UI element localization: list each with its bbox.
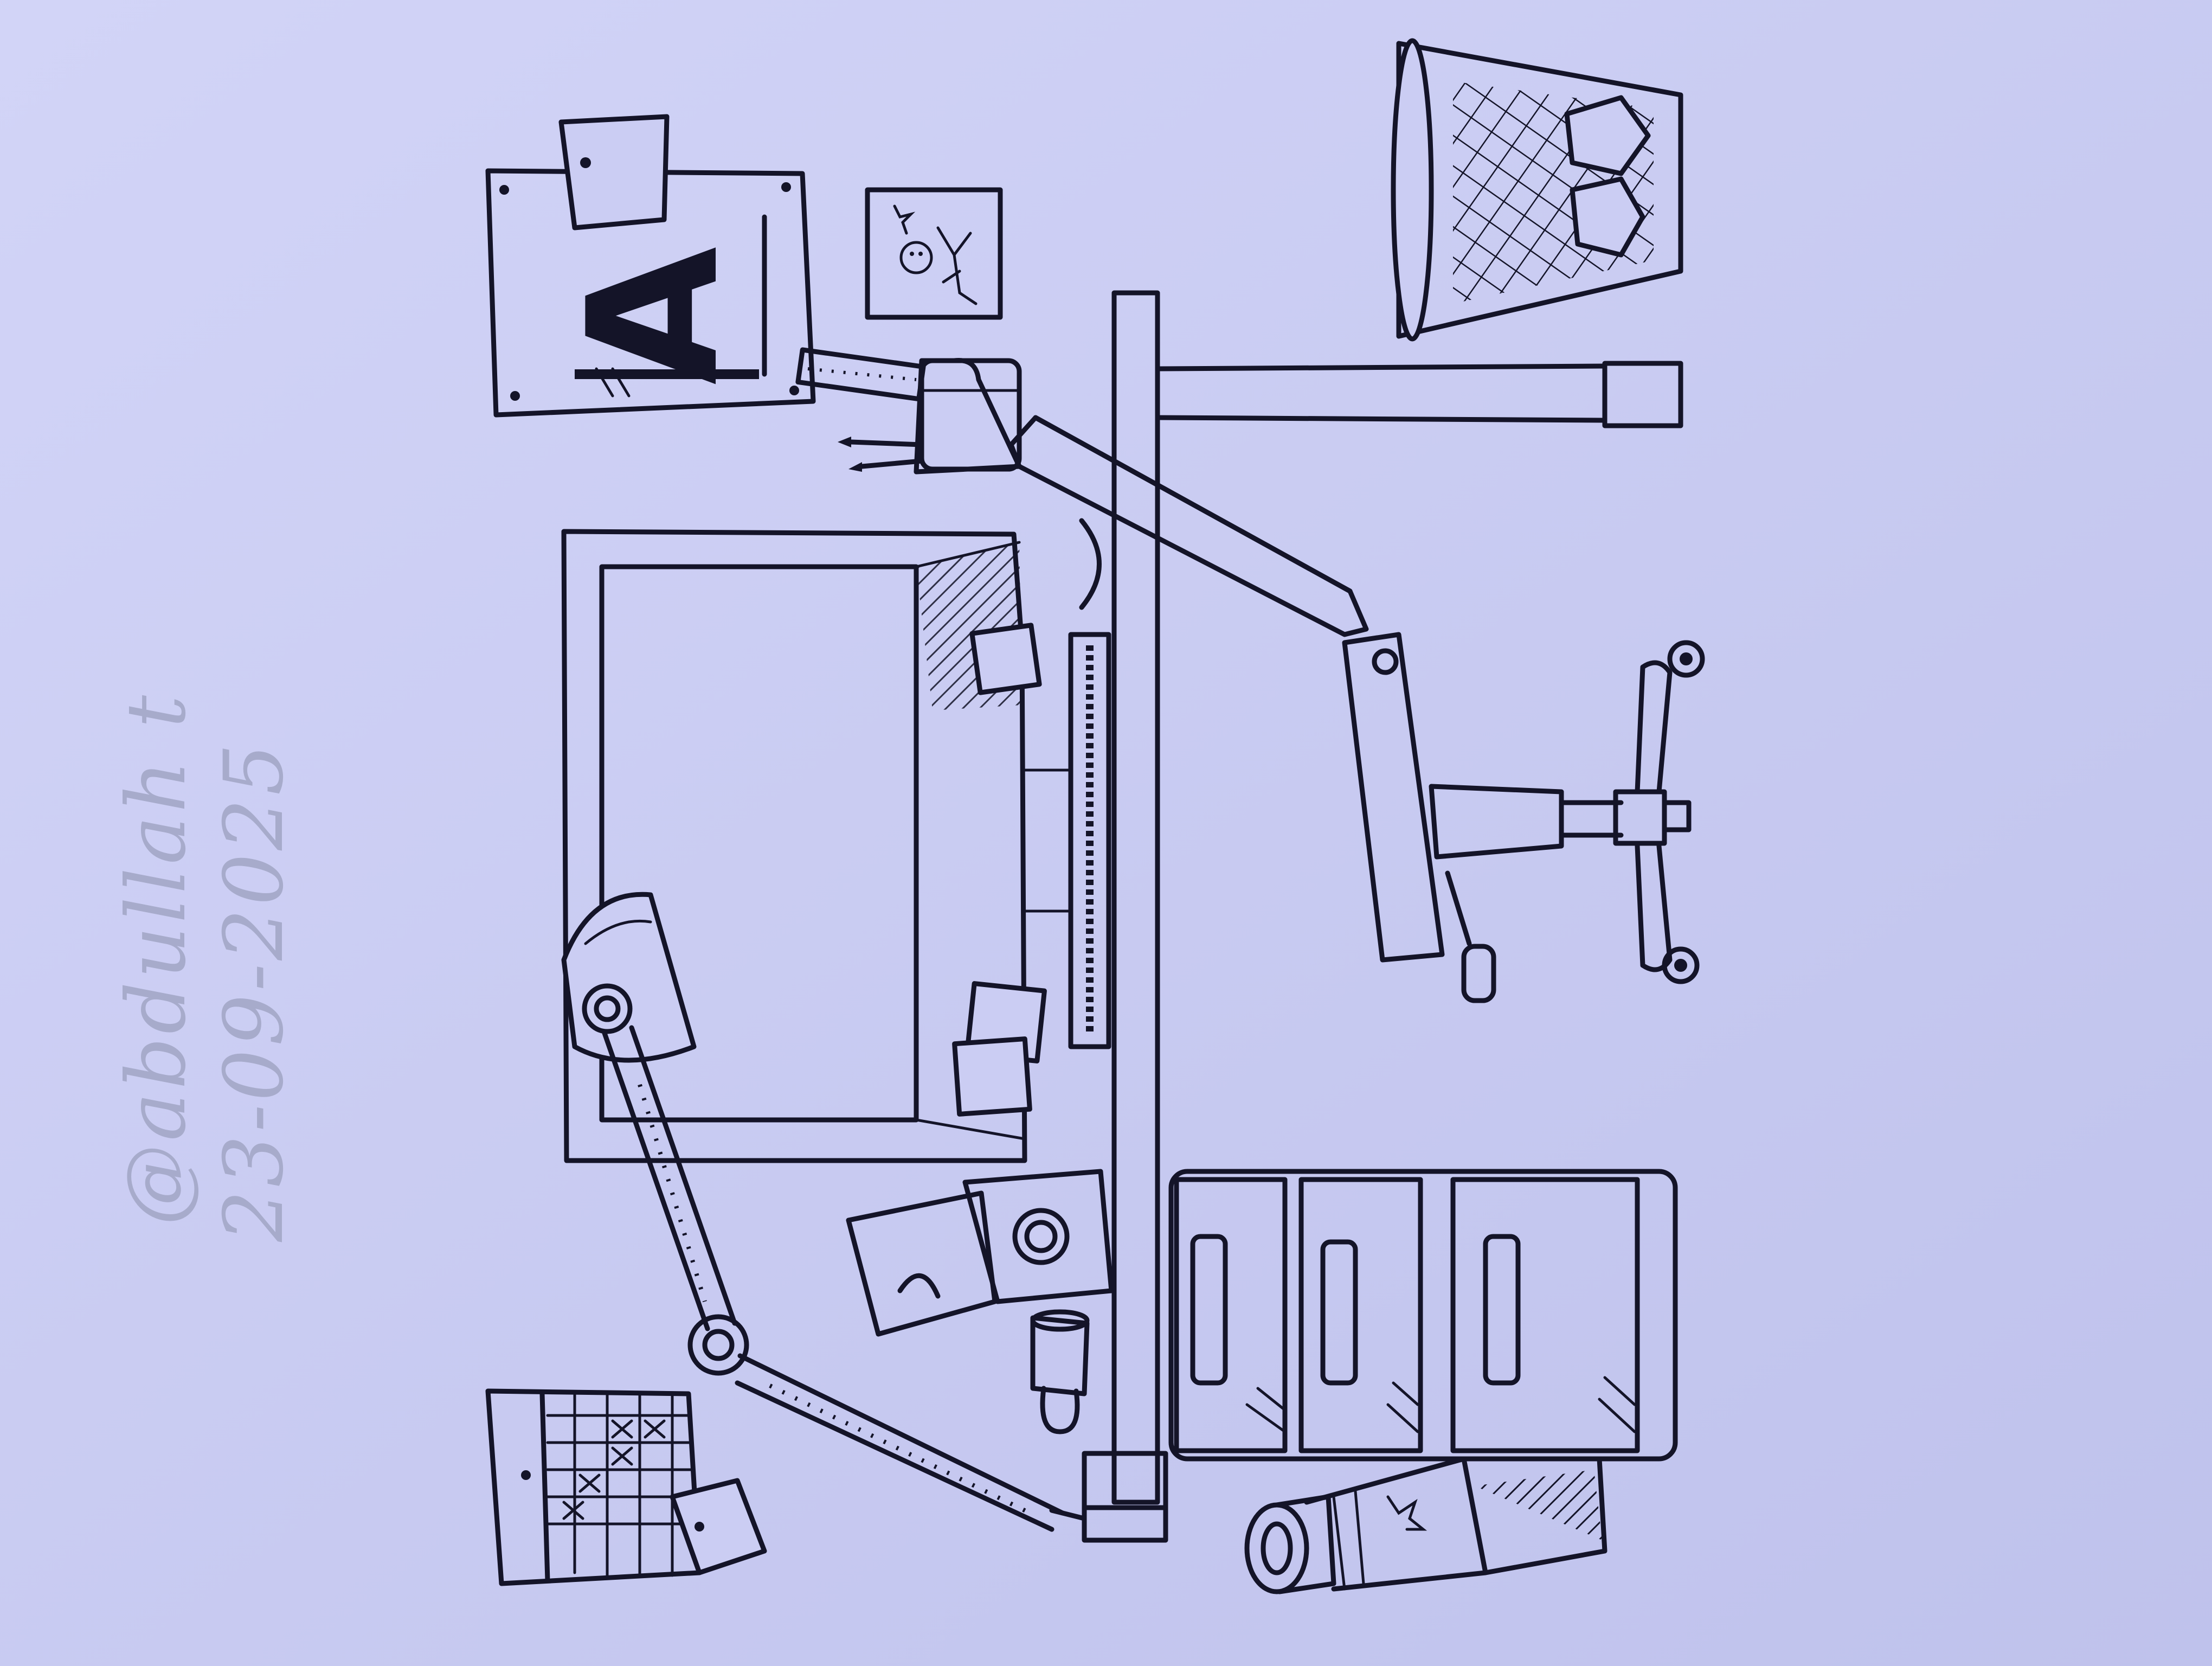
- rolled-papers: [1244, 1456, 1607, 1594]
- doodle-picture: [865, 187, 1003, 320]
- poster-letter: A: [550, 245, 758, 385]
- filing-cabinet: [1168, 1169, 1678, 1462]
- keyboard: [1023, 632, 1111, 1049]
- pen-holder: [795, 347, 1022, 475]
- book-stack: [846, 1169, 1114, 1337]
- poster: A: [485, 168, 816, 418]
- calendar: [485, 1388, 767, 1586]
- wall-shelf: [1155, 361, 1683, 428]
- signature: @abdullah t 23-09-2025: [110, 692, 301, 1242]
- desk-leg-foot: [1082, 1451, 1168, 1543]
- pinned-note: [558, 114, 670, 230]
- office-chair: [1008, 415, 1705, 1003]
- waste-basket: [1391, 38, 1683, 342]
- mouse: [1079, 518, 1102, 610]
- signature-handle: @abdullah t: [110, 692, 204, 1226]
- coffee-mug: [1030, 1309, 1090, 1434]
- sticky-note: [952, 623, 1047, 1117]
- monitor: [561, 529, 1027, 1163]
- desk-top: [1111, 290, 1160, 1505]
- desk-lamp: [561, 892, 1087, 1532]
- signature-date: 23-09-2025: [207, 740, 301, 1242]
